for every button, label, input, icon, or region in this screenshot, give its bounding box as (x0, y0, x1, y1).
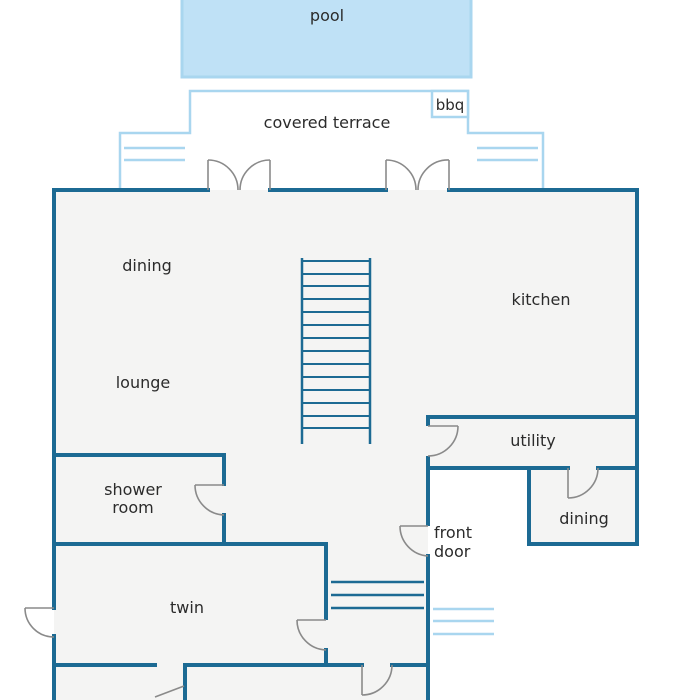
kitchen-label: kitchen (512, 290, 571, 309)
twin-door-outer (24, 607, 55, 638)
bottom-door-left (154, 685, 185, 698)
front-steps (433, 607, 494, 636)
terrace-steps-left (124, 146, 185, 162)
pool (180, 0, 473, 79)
shower-wall (52, 453, 226, 486)
terrace-door-right (385, 159, 450, 191)
outer-wall-right (527, 188, 639, 546)
terrace-door-left (207, 159, 271, 191)
front-door-label-line1: front (434, 523, 472, 542)
dining-small-label: dining (559, 509, 608, 528)
walls (52, 188, 639, 700)
room-labels: dining lounge kitchen utility dining sho… (104, 256, 609, 617)
bottom-door-right (361, 664, 393, 696)
dining-main-label: dining (122, 256, 171, 275)
front-door-label-line2: door (434, 542, 471, 561)
floor-areas (54, 190, 637, 700)
shower-room-door (194, 484, 225, 516)
twin-wall (52, 542, 328, 620)
utility-door (427, 425, 459, 457)
covered-terrace (118, 89, 545, 188)
bbq (430, 89, 470, 119)
doors (24, 159, 599, 698)
dining-small-door (567, 467, 599, 499)
utility-label: utility (510, 431, 556, 450)
staircase (300, 258, 372, 444)
shower-room-label-line2: room (112, 498, 153, 517)
front-door (399, 525, 429, 557)
pool-label: pool (310, 6, 344, 25)
bbq-label: bbq (436, 96, 465, 114)
hall-steps (331, 580, 424, 610)
shower-room-label-line1: shower (104, 480, 162, 499)
twin-door-inner (296, 619, 327, 651)
lounge-label: lounge (116, 373, 171, 392)
terrace-steps-right (477, 146, 538, 162)
covered-terrace-label: covered terrace (264, 113, 391, 132)
twin-label: twin (170, 598, 204, 617)
